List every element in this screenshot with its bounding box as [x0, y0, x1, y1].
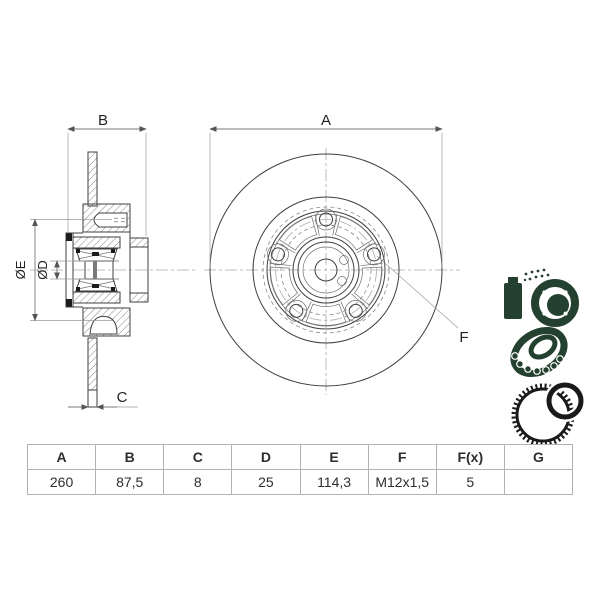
value-cell: 8	[163, 469, 233, 495]
hidden-circle	[280, 224, 372, 316]
drum-lip-bottom	[129, 292, 149, 303]
header-cell: B	[95, 444, 165, 470]
hub-outer-circle	[292, 236, 360, 304]
spray-dots	[523, 268, 550, 282]
value-cell: 114,3	[299, 469, 369, 495]
header-cell: F(x)	[435, 444, 505, 470]
f-leader-line	[376, 255, 459, 329]
spoke-ring-inner	[269, 213, 383, 327]
dim-label-b: B	[98, 112, 108, 129]
dim-label-f: F	[459, 329, 468, 346]
bolt-circle	[275, 219, 377, 321]
stud-hole-section	[93, 212, 128, 228]
bolt-holes	[267, 208, 385, 322]
drum-lip-top	[129, 237, 149, 248]
bearing-balls	[511, 352, 564, 375]
cap-notch-1	[339, 255, 349, 265]
header-cell: G	[503, 444, 574, 470]
value-cell: 87,5	[95, 469, 165, 495]
disc-outer-circle	[209, 153, 443, 387]
hub-bore-circle	[302, 246, 350, 294]
pilot-circle	[314, 258, 338, 282]
race-split	[93, 261, 97, 279]
outer-race-bottom	[72, 291, 121, 304]
abs-tone-ring-icon	[511, 380, 586, 447]
drum-hidden-circle	[262, 206, 390, 334]
hub-mid-circle	[297, 241, 355, 299]
front-view: A F	[204, 112, 469, 395]
header-cell: A	[26, 444, 97, 470]
header-cell: C	[163, 444, 233, 470]
header-cell: E	[299, 444, 369, 470]
header-cell: D	[231, 444, 301, 470]
wheel-bearing-icon	[510, 326, 568, 378]
outer-race-top	[72, 236, 121, 249]
left-section-view: B C ØE ØD	[13, 112, 198, 410]
header-cell: F	[367, 444, 437, 470]
cap-notch-2	[337, 276, 347, 286]
value-cell	[503, 469, 574, 495]
spoke-ring-outer	[266, 210, 386, 330]
dim-label-e: ØE	[13, 260, 28, 279]
value-cell: 260	[26, 469, 97, 495]
bearing-seal-bottom	[66, 299, 72, 307]
dim-label-d: ØD	[35, 260, 50, 280]
disc-plate-top	[87, 151, 98, 207]
dim-label-a: A	[321, 112, 331, 129]
value-cell: 5	[435, 469, 505, 495]
bolt-stems	[269, 213, 383, 322]
bearing-retainer	[65, 232, 74, 308]
spoke-windows	[270, 215, 382, 326]
disc-plate-bottom	[87, 337, 98, 391]
value-cell: 25	[231, 469, 301, 495]
dim-label-c: C	[117, 389, 128, 406]
bearing-seal-top	[66, 233, 72, 241]
hat-edge-circle	[252, 196, 400, 344]
greased-hub-icon	[504, 268, 579, 327]
disc-plate-tip	[87, 389, 98, 408]
value-cell: M12x1,5	[367, 469, 437, 495]
